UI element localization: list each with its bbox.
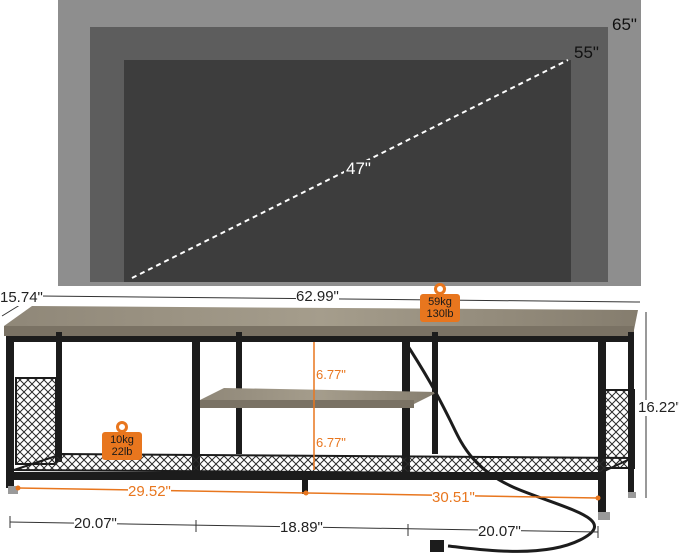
bay-dim-end-right (595, 495, 601, 501)
width-label: 62.99" (296, 288, 339, 305)
post-mid-left (192, 336, 200, 476)
power-plug (430, 540, 444, 552)
bottom-load-badge: 10kg 22lb (102, 421, 142, 460)
top-load-lb: 130lb (426, 308, 454, 320)
depth-label: 15.74" (0, 289, 43, 306)
foot-left (8, 486, 18, 494)
left-bay-label: 29.52" (128, 483, 171, 500)
width-dim-line (39, 295, 641, 303)
top-rail (6, 336, 634, 342)
span-middle-label: 18.89" (280, 519, 323, 536)
bay-dim-end-left (15, 485, 21, 491)
right-bay-label: 30.51" (432, 489, 475, 506)
tv-size-55-label: 55" (574, 43, 599, 62)
tv-size-65-label: 65" (612, 15, 637, 34)
weight-icon (434, 283, 446, 295)
height-label: 16.22" (638, 399, 679, 416)
left-mesh-panel (15, 377, 57, 465)
span-left-label: 20.07" (74, 515, 117, 532)
shelf-upper-height-label: 6.77" (316, 367, 346, 382)
bottom-rail (6, 472, 606, 480)
tv-size-47-label: 47" (344, 159, 373, 178)
bottom-load-lb: 22lb (111, 446, 133, 458)
top-load-badge: 59kg 130lb (420, 283, 460, 322)
power-cable (402, 339, 596, 553)
foot-right (598, 512, 610, 520)
shelf-lower-height-label: 6.77" (316, 435, 346, 450)
top-load-kg: 59kg (428, 296, 452, 308)
foot-center (302, 480, 308, 494)
foot-back-right (628, 492, 636, 498)
leg-back-left (56, 332, 62, 462)
weight-icon (116, 421, 128, 433)
bay-dim-end-mid (303, 490, 309, 496)
top-board-edge (4, 326, 634, 336)
leg-front-left (6, 336, 14, 488)
bottom-load-kg: 10kg (110, 434, 134, 446)
leg-front-right (598, 336, 606, 514)
leg-back-right (628, 332, 634, 494)
middle-shelf-edge (200, 400, 414, 408)
span-right-label: 20.07" (478, 523, 521, 540)
top-board (4, 306, 638, 330)
